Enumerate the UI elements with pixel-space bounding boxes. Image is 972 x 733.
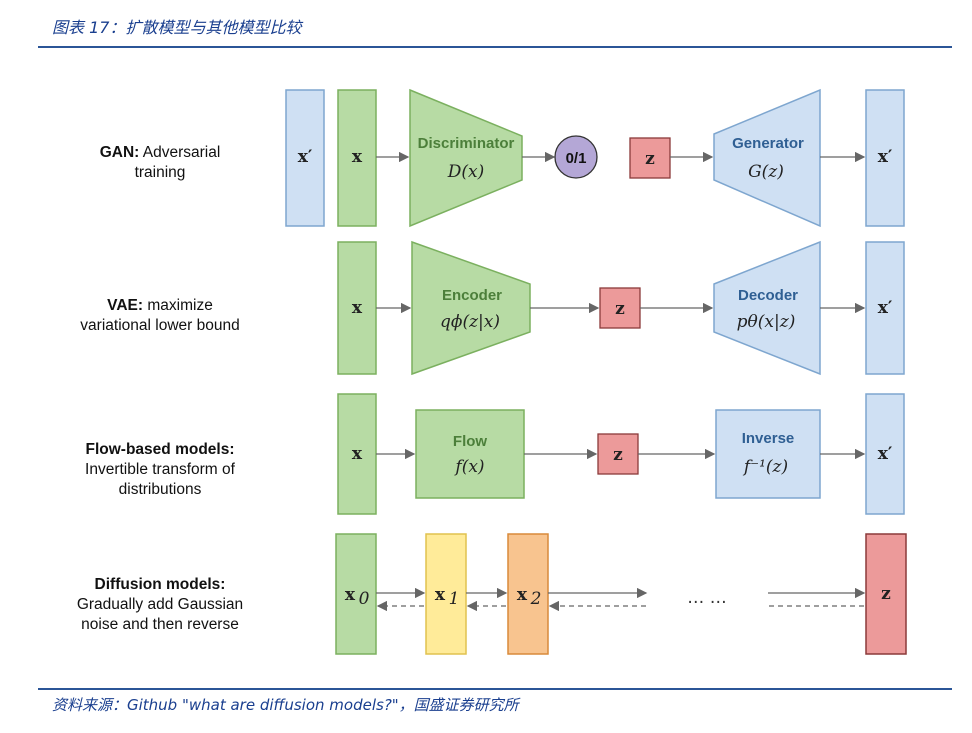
diff-x0-sub: 0 xyxy=(359,589,370,609)
gan-z-box xyxy=(629,137,671,179)
diff-x0-text: x xyxy=(345,585,356,605)
gan-x-box xyxy=(337,89,377,227)
vae-x-text: x xyxy=(352,298,363,318)
output-label: 0/1 xyxy=(566,150,587,167)
inverse-box xyxy=(715,409,821,499)
label-flow-desc: Invertible transform of xyxy=(85,461,235,478)
gan-xprime-real-box xyxy=(285,89,325,227)
label-gan: GAN: Adversarial training xyxy=(40,143,280,183)
label-gan-desc2: training xyxy=(134,164,186,181)
flow-x-box xyxy=(337,393,377,515)
decoder-label: Decoder xyxy=(738,287,798,304)
top-rule xyxy=(38,46,952,48)
generator-fn: G(z) xyxy=(748,162,784,182)
flow-z-text: z xyxy=(613,445,623,465)
discriminator-fn: D(x) xyxy=(447,162,484,182)
output-circle xyxy=(554,135,598,179)
generator-shape xyxy=(713,88,821,228)
flow-label: Flow xyxy=(453,433,487,450)
source-note: 资料来源：Github "what are diffusion models?"… xyxy=(52,696,519,714)
label-diff-desc2: noise and then reverse xyxy=(81,616,239,633)
gan-x-text: x xyxy=(352,147,363,167)
vae-xprime-text: x′ xyxy=(878,298,893,318)
decoder-fn: pθ(x|z) xyxy=(737,312,796,332)
vae-z-text: z xyxy=(615,299,625,319)
flow-box xyxy=(415,409,525,499)
inverse-label: Inverse xyxy=(742,430,795,447)
discriminator-shape xyxy=(409,88,523,228)
figure-title: 图表 17：扩散模型与其他模型比较 xyxy=(52,18,302,37)
gan-z-text: z xyxy=(645,149,655,169)
diff-z-box xyxy=(865,533,907,655)
diff-ellipsis: … … xyxy=(687,588,726,608)
flow-xprime-box xyxy=(865,393,905,515)
label-diffusion: Diffusion models: Gradually add Gaussian… xyxy=(40,575,280,635)
discriminator-label: Discriminator xyxy=(418,135,515,152)
diff-x2-sub: 2 xyxy=(530,589,542,609)
label-gan-name: GAN: xyxy=(99,144,140,161)
encoder-fn: qϕ(z|x) xyxy=(440,312,500,332)
encoder-shape xyxy=(411,240,531,376)
label-vae-desc2: variational lower bound xyxy=(80,317,240,334)
label-diff-name: Diffusion models: xyxy=(94,576,226,593)
decoder-shape xyxy=(713,240,821,376)
label-flow-desc2: distributions xyxy=(118,481,202,498)
bottom-rule xyxy=(38,688,952,690)
gan-xprime-box xyxy=(865,89,905,227)
label-vae: VAE: maximize variational lower bound xyxy=(40,296,280,336)
flow-x-text: x xyxy=(352,444,363,464)
label-diff-desc: Gradually add Gaussian xyxy=(76,596,244,613)
diff-x1-text: x xyxy=(435,585,446,605)
vae-xprime-box xyxy=(865,241,905,375)
diff-x2-box xyxy=(507,533,549,655)
flow-fn: f(x) xyxy=(453,457,484,477)
label-flow: Flow-based models: Invertible transform … xyxy=(40,440,280,500)
encoder-label: Encoder xyxy=(442,287,502,304)
diff-x1-box xyxy=(425,533,467,655)
label-vae-desc: maximize xyxy=(143,297,213,314)
gan-xprime-real-text: x′ xyxy=(298,147,313,167)
label-gan-desc: Adversarial xyxy=(139,144,221,161)
diff-x2-text: x xyxy=(517,585,528,605)
inverse-fn: f⁻¹(z) xyxy=(742,457,788,477)
vae-x-box xyxy=(337,241,377,375)
generator-label: Generator xyxy=(732,135,804,152)
flow-z-box xyxy=(597,433,639,475)
diff-z-text: z xyxy=(881,584,891,604)
flow-xprime-text: x′ xyxy=(878,444,893,464)
diff-x0-box xyxy=(335,533,377,655)
label-flow-name: Flow-based models: xyxy=(85,441,235,458)
diff-x1-sub: 1 xyxy=(449,589,460,609)
gan-xprime-text: x′ xyxy=(878,147,893,167)
label-vae-name: VAE: xyxy=(107,297,144,314)
